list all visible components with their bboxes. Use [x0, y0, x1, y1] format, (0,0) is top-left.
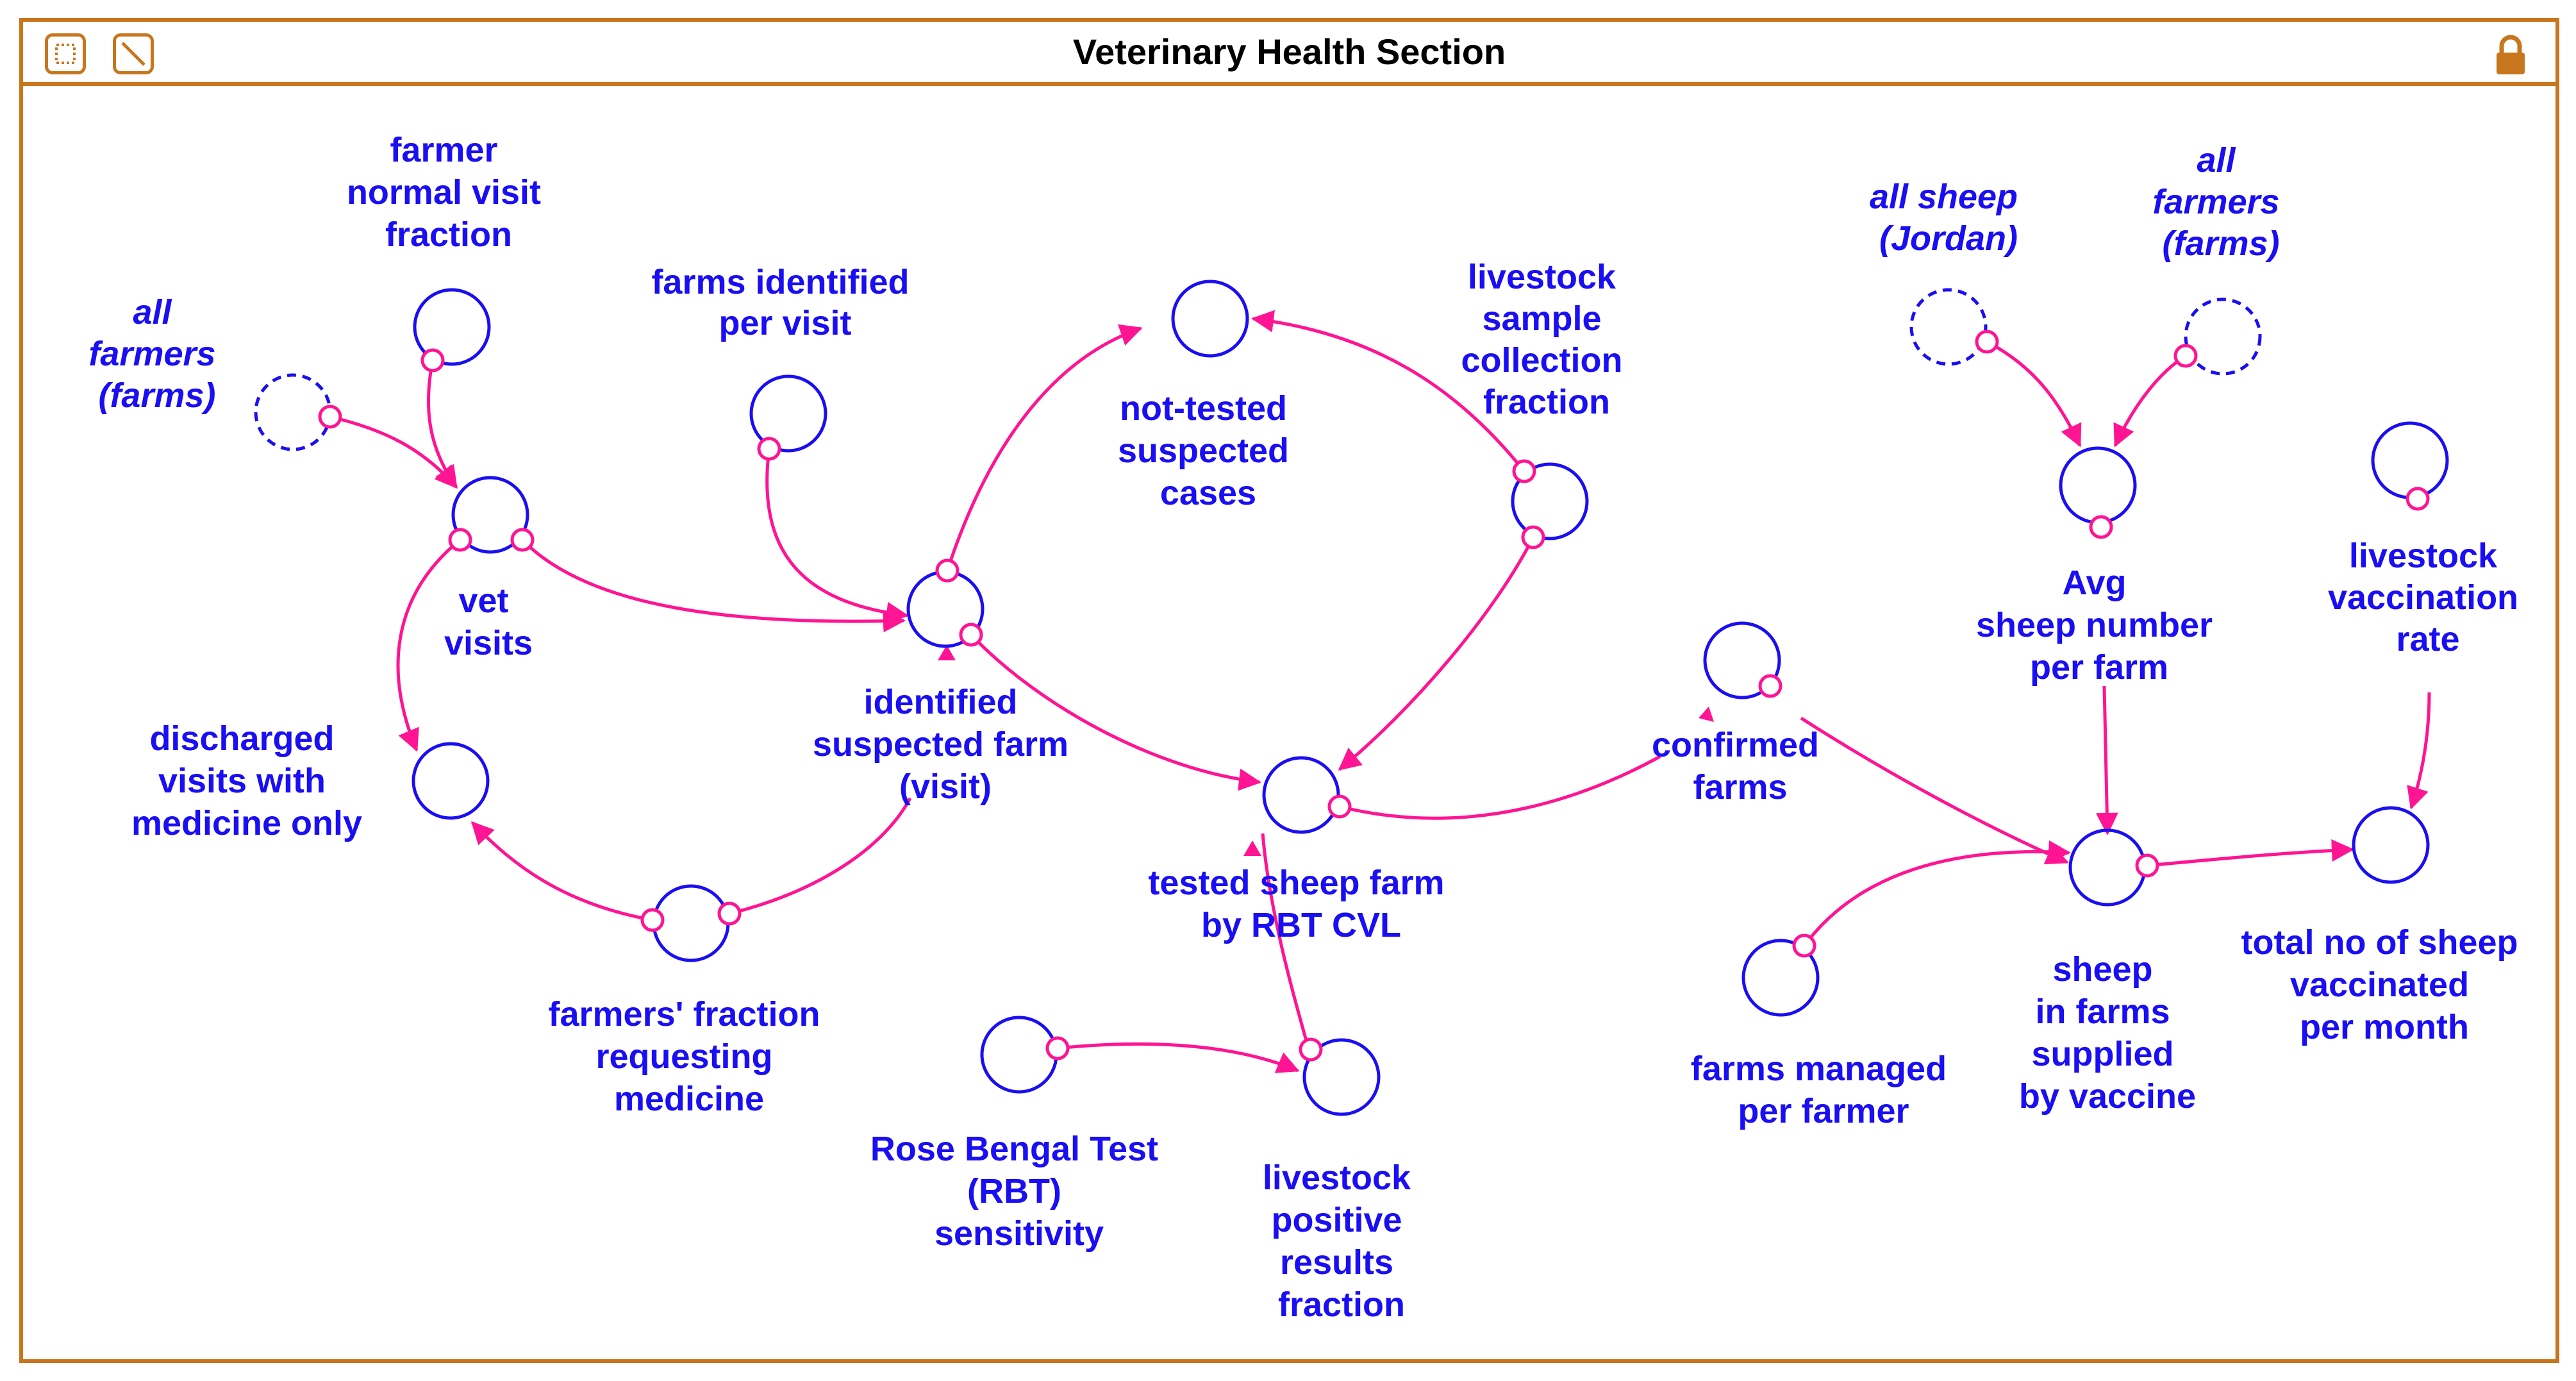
label-rbt-sensitivity: Rose Bengal Test (RBT) sensitivity — [870, 1130, 1168, 1253]
node-livestock-positive-results — [1302, 1038, 1381, 1116]
link-vet-visits-to-discharged — [396, 539, 461, 752]
node-farms-managed-per-farmer — [1741, 939, 1820, 1017]
label-tested-sheep-farm: tested sheep farm by RBT CVL — [1148, 864, 1454, 944]
link-rbt-to-positive — [1057, 1042, 1300, 1073]
link-requesting-to-discharged — [471, 821, 653, 922]
link-farms-identified-to-identified — [765, 448, 909, 624]
label-all-farmers-right: all farmers (farms) — [2152, 141, 2289, 263]
title-bar: Veterinary Health Section — [23, 22, 2555, 86]
diagonal-line-icon[interactable] — [113, 33, 154, 74]
link-identified-to-tested — [970, 633, 1261, 791]
label-livestock-vaccination-rate: livestock vaccination rate — [2328, 537, 2528, 658]
label-farmers-fraction-requesting: farmers' fraction requesting medicine — [549, 995, 830, 1118]
node-rbt-sensitivity — [980, 1016, 1058, 1094]
node-tested-sheep-farm — [1262, 756, 1340, 834]
link-identified-to-not-tested — [945, 324, 1143, 571]
diagram-window: Veterinary Health Section — [19, 18, 2559, 1363]
label-discharged-visits: discharged visits with medicine only — [131, 719, 362, 842]
node-all-sheep-jordan — [1909, 288, 1988, 366]
node-confirmed-farms — [1703, 621, 1781, 699]
node-sheep-in-farms-supplied — [2068, 828, 2147, 907]
label-sheep-in-farms-supplied: sheep in farms supplied by vaccine — [2019, 950, 2196, 1116]
link-all-farmers-right-to-avg — [2113, 354, 2187, 448]
link-avg-sheep-to-sheep-supplied — [2095, 685, 2118, 835]
link-confirmed-to-sheep-supplied — [1800, 716, 2069, 865]
label-total-sheep-vaccinated: total no of sheep vaccinated per month — [2241, 923, 2527, 1046]
label-vet-visits: vet visits — [444, 582, 533, 662]
link-vet-visits-to-identified — [521, 539, 906, 633]
node-all-farmers-left — [254, 373, 332, 451]
lock-icon[interactable] — [2491, 35, 2530, 76]
label-livestock-sample-collection: livestock sample collection fraction — [1461, 258, 1632, 421]
link-farmer-visit-fraction-to-vet-visits — [426, 360, 458, 489]
node-all-farmers-right — [2184, 297, 2262, 376]
link-vaccination-rate-to-total — [2407, 692, 2431, 810]
label-all-sheep-jordan: all sheep (Jordan) — [1870, 178, 2027, 258]
label-confirmed-farms: confirmed farms — [1652, 726, 1829, 807]
link-tested-to-confirmed — [1339, 755, 1661, 820]
link-farms-managed-to-sheep-supplied — [1802, 840, 2071, 947]
link-all-sheep-to-avg — [1986, 340, 2082, 448]
node-farms-identified-per-visit — [749, 374, 827, 453]
label-livestock-positive-results: livestock positive results fraction — [1263, 1159, 1420, 1324]
label-farmer-normal-visit-fraction: farmer normal visit fraction — [347, 131, 551, 254]
node-avg-sheep-number — [2059, 446, 2137, 524]
label-all-farmers-left: all farmers (farms) — [88, 293, 225, 415]
label-farms-identified-per-visit: farms identified per visit — [651, 263, 918, 342]
node-vet-visits — [451, 476, 529, 554]
link-tested-to-positive — [1261, 833, 1309, 1046]
window-title: Veterinary Health Section — [1072, 31, 1506, 72]
node-not-tested-suspected — [1171, 280, 1249, 358]
node-livestock-vaccination-rate — [2371, 421, 2449, 499]
label-identified-suspected-farm: identified suspected farm (visit) — [813, 683, 1078, 806]
link-all-farmers-to-vet-visits — [329, 415, 458, 489]
link-requesting-to-identified — [729, 797, 912, 916]
label-farms-managed-per-farmer: farms managed per farmer — [1691, 1050, 1956, 1130]
dotted-square-icon[interactable] — [45, 33, 86, 74]
label-not-tested-suspected: not-tested suspected cases — [1118, 389, 1299, 512]
node-livestock-sample-collection — [1511, 462, 1589, 540]
node-discharged-visits — [411, 742, 490, 820]
node-farmers-fraction-requesting — [652, 884, 730, 962]
label-avg-sheep-number: Avg sheep number per farm — [1976, 564, 2222, 687]
link-collection-to-not-tested — [1251, 310, 1525, 473]
link-collection-to-tested — [1338, 536, 1535, 771]
node-farmer-normal-visit-fraction — [413, 288, 491, 366]
node-total-sheep-vaccinated — [2352, 806, 2430, 884]
link-sheep-supplied-to-total — [2147, 839, 2354, 867]
